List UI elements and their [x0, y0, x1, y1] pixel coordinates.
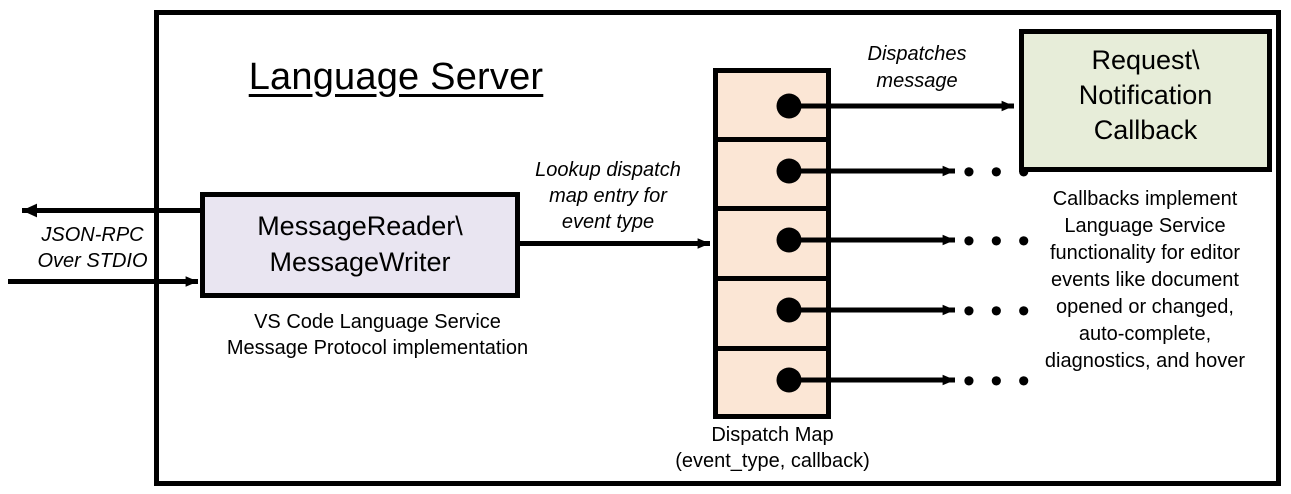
continuation-ellipsis-2: • • •: [963, 153, 1033, 191]
message-box-caption-line2: Message Protocol implementation: [226, 337, 529, 359]
lookup-annotation-line3: event type: [561, 211, 655, 233]
callback-box-label-line2: Notification: [1078, 80, 1213, 110]
transport-label-line1: JSON-RPC: [41, 224, 144, 246]
request-notification-callback-box[interactable]: [1019, 29, 1272, 172]
message-reader-writer-box[interactable]: [200, 192, 520, 298]
callback-caption-line2: Language Service: [1064, 215, 1226, 237]
transport-label-line2: Over STDIO: [37, 250, 148, 272]
callback-caption-line3: functionality for editor: [1049, 242, 1241, 264]
lookup-annotation-line2: map entry for: [549, 185, 667, 207]
dispatch-map-cell-4[interactable]: [713, 276, 831, 351]
callback-box-label-line3: Callback: [1093, 115, 1198, 145]
callback-caption-line4: events like document: [1051, 269, 1239, 291]
continuation-ellipsis-5: • • •: [963, 362, 1033, 400]
dispatch-map-caption-line2: (event_type, callback): [675, 450, 870, 472]
continuation-ellipsis-3: • • •: [963, 222, 1033, 260]
callback-caption-line1: Callbacks implement: [1052, 188, 1238, 210]
message-box-label-line1: MessageReader\: [257, 211, 463, 241]
message-box-label-line2: MessageWriter: [269, 247, 451, 277]
language-server-boundary: [154, 10, 1281, 486]
callback-box-label-line1: Request\: [1091, 45, 1200, 75]
dispatch-annotation-line1: Dispatches: [867, 43, 967, 65]
callback-caption-line6: auto-complete,: [1078, 323, 1212, 345]
dispatch-map-cell-2[interactable]: [713, 137, 831, 211]
dispatch-map-caption-line1: Dispatch Map: [711, 424, 834, 446]
lookup-annotation-line1: Lookup dispatch: [535, 159, 681, 181]
dispatch-map-cell-3[interactable]: [713, 206, 831, 281]
dispatch-annotation-line2: message: [876, 70, 958, 92]
callback-caption-line5: opened or changed,: [1056, 296, 1234, 318]
continuation-ellipsis-4: • • •: [963, 292, 1033, 330]
callback-caption-line7: diagnostics, and hover: [1044, 350, 1246, 372]
message-box-caption-line1: VS Code Language Service: [254, 311, 501, 333]
page-title: Language Server: [248, 56, 544, 98]
